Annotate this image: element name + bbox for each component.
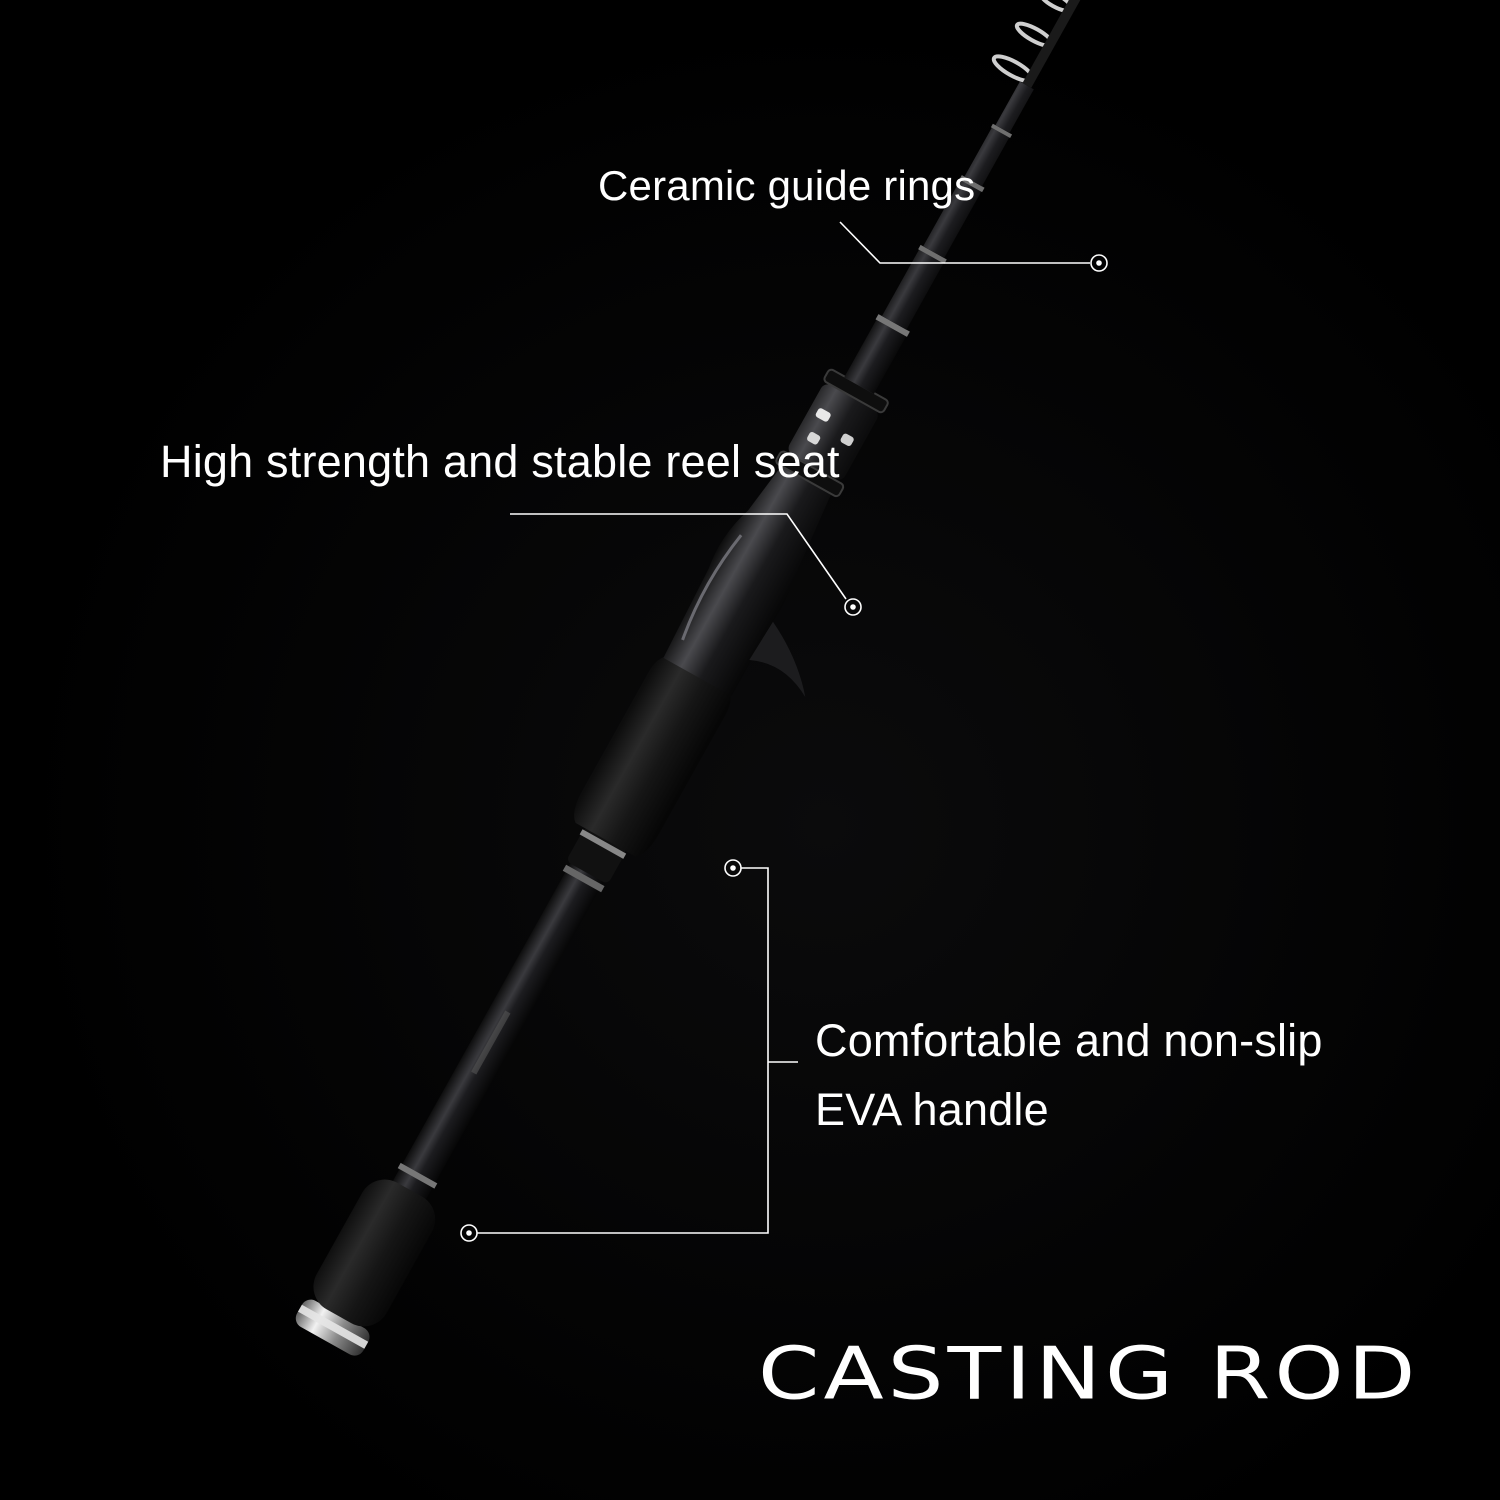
section-ring: [959, 175, 985, 193]
guide-rings-marker-dot: [1096, 260, 1102, 266]
lock-nut: [788, 384, 878, 480]
callout-lines: [460, 221, 1108, 1242]
lock-ring: [775, 450, 845, 498]
callout-eva-handle-line2: EVA handle: [815, 1084, 1049, 1135]
handle-marker-upper-dot: [730, 865, 736, 871]
handle-marker-lower-dot: [466, 1230, 472, 1236]
rod-blank-print: [471, 1010, 511, 1075]
section-ring: [918, 244, 947, 264]
guide-rings-leader: [839, 221, 1090, 264]
reel-seat-highlight: [681, 534, 743, 641]
rod-tip: [1022, 0, 1144, 88]
lock-nut-slot: [807, 432, 821, 445]
guide-rings: [991, 0, 1074, 84]
blank-ring: [562, 864, 605, 893]
ferrule-ring: [579, 829, 627, 859]
callout-guide-rings: Ceramic guide rings: [598, 162, 976, 209]
product-title: CASTING ROD: [758, 1331, 1420, 1416]
lock-nut-slot: [815, 408, 831, 422]
blank-ring: [397, 1162, 438, 1189]
reel-seat-leader: [510, 513, 847, 600]
telescopic-section-5: [995, 81, 1034, 133]
handle-marker-upper: [724, 859, 742, 877]
reel-seat-marker-dot: [850, 604, 856, 610]
telescopic-section-3: [923, 176, 984, 259]
telescopic-section-1: [844, 316, 909, 395]
telescopic-section-2: [881, 246, 946, 330]
handle-marker-lower: [460, 1224, 478, 1242]
callout-eva-handle-line1: Comfortable and non-slip: [815, 1015, 1323, 1066]
butt-cap-ring: [297, 1304, 369, 1349]
fore-eva-grip: [574, 656, 731, 857]
callout-eva-handle: Comfortable and non-slip EVA handle: [815, 1006, 1435, 1144]
telescopic-section-4: [964, 124, 1012, 187]
guide-rings-marker: [1090, 254, 1108, 272]
reel-seat-marker: [844, 598, 862, 616]
reel-seat-trigger: [749, 621, 806, 698]
section-ring: [875, 314, 910, 337]
handle-leader-upper: [477, 867, 769, 1234]
lock-nut-slot: [840, 433, 854, 446]
callout-reel-seat: High strength and stable reel seat: [160, 436, 840, 487]
section-ring: [990, 123, 1013, 138]
rear-eva-grip: [313, 1179, 436, 1327]
